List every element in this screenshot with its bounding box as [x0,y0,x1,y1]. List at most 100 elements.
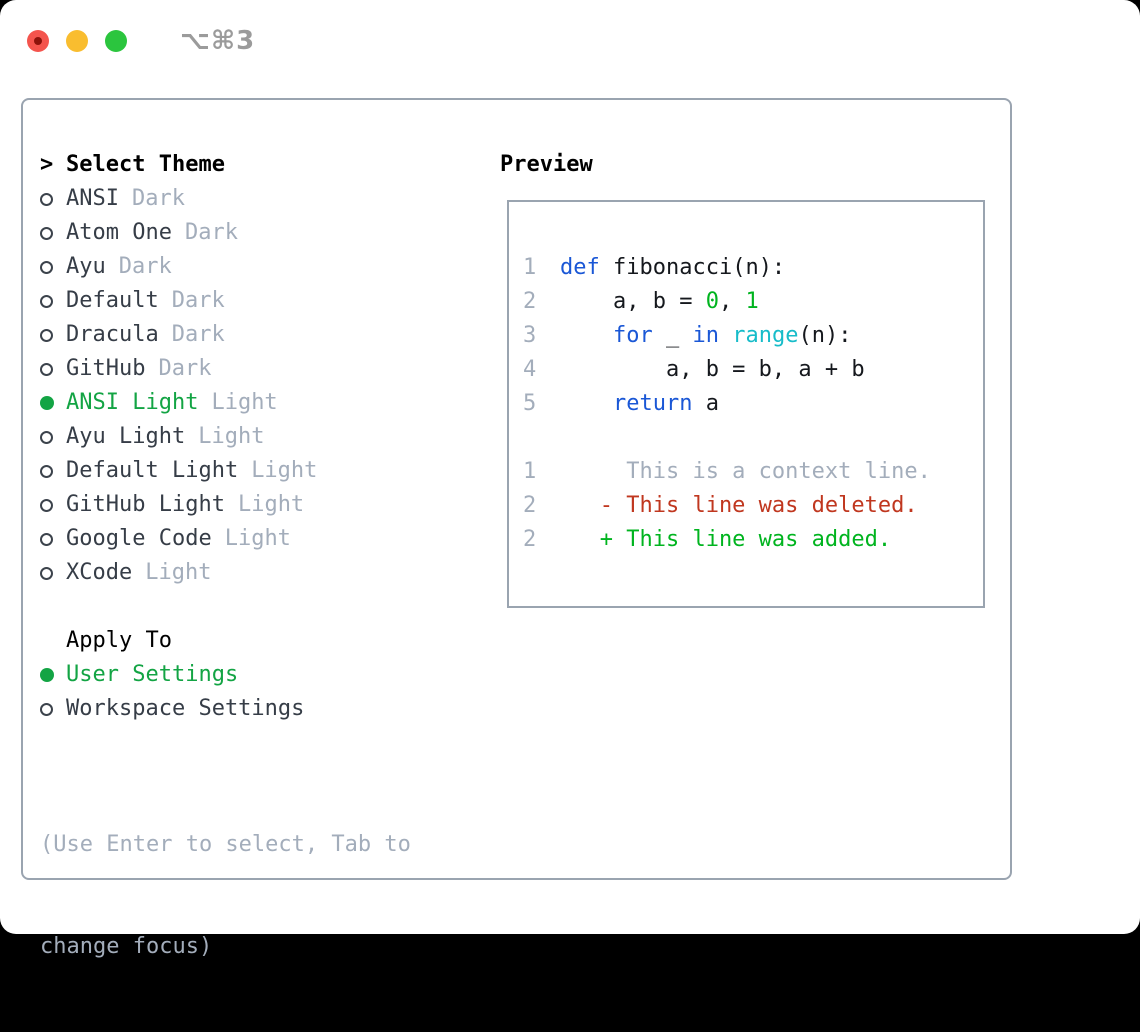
apply-option-workspace-settings[interactable]: Workspace Settings [40,692,500,726]
theme-option-ayu-light[interactable]: Ayu Light Light [40,420,500,454]
theme-variant-label: Dark [171,322,225,347]
hint-line-1: (Use Enter to select, Tab to [40,832,411,857]
line-number: 1 [523,255,537,280]
theme-name: Google Code [66,526,212,551]
apply-option-label: User Settings [66,662,239,687]
close-button[interactable] [27,30,49,52]
theme-variant-label: Light [237,492,305,517]
code-text: return a [612,391,719,416]
code-line: 4 a, b = b, a + b [523,353,983,387]
close-dot-icon [34,37,42,45]
code-text: a, b = 0, 1 [560,289,759,314]
theme-option-github[interactable]: GitHub Dark [40,352,500,386]
theme-variant-label: Light [211,390,278,415]
code-preview: 1 def fibonacci(n): 2 a, b = 0, 1 3 for _ i… [523,251,983,557]
radio-icon [40,328,66,342]
theme-option-ayu[interactable]: Ayu Dark [40,250,500,284]
code-line: 1 def fibonacci(n): [523,251,983,285]
theme-name: ANSI Light [66,390,199,415]
radio-icon [40,294,66,308]
preview-box: 1 def fibonacci(n): 2 a, b = 0, 1 3 for _ i… [507,200,985,608]
theme-name: GitHub Light [66,492,225,517]
theme-variant-label: Light [145,560,212,585]
spacer [40,590,500,624]
theme-name: Default [66,288,159,313]
hint-line-2: change focus) [40,934,213,959]
theme-option-default-light[interactable]: Default Light Light [40,454,500,488]
radio-icon [40,702,66,716]
code-line: 3 for _ in range(n): [523,319,983,353]
theme-option-ansi-light[interactable]: ANSI Light Light [40,386,500,420]
code-text: for _ in range(n): [612,323,852,348]
line-number: 2 [523,493,537,518]
line-number: 2 [523,289,537,314]
line-number: 1 [523,459,537,484]
radio-icon [40,192,66,206]
maximize-button[interactable] [105,30,127,52]
line-number: 2 [523,527,537,552]
line-number: 3 [523,323,537,348]
hint-text: (Use Enter to select, Tab to change focu… [40,760,500,1032]
theme-name: XCode [66,560,133,585]
theme-variant-label: Dark [158,356,212,381]
code-text: - This line was deleted. [560,493,918,518]
preview-column: Preview 1 def fibonacci(n): 2 a, b = 0, 1 3… [500,100,1010,878]
theme-variant-label: Dark [131,186,185,211]
code-line: 2 + This line was added. [523,523,983,557]
radio-icon [40,226,66,240]
minimize-button[interactable] [66,30,88,52]
code-line: 5 return a [523,387,983,421]
radio-icon [40,566,66,580]
theme-name: ANSI [66,186,119,211]
theme-variant-label: Light [251,458,318,483]
line-number [523,421,560,455]
line-number: 5 [523,391,537,416]
select-theme-header: > Select Theme [40,148,500,182]
code-text: def fibonacci(n): [560,255,786,280]
spacer [40,726,500,760]
theme-variant-label: Light [198,424,265,449]
theme-variant-label: Dark [171,288,225,313]
theme-option-atom-one[interactable]: Atom One Dark [40,216,500,250]
radio-selected-icon [40,396,66,410]
radio-icon [40,430,66,444]
code-text: a, b = b, a + b [560,357,865,382]
apply-option-label: Workspace Settings [66,696,305,721]
theme-name: Dracula [66,322,159,347]
radio-selected-icon [40,668,66,682]
code-text: + This line was added. [560,527,892,552]
code-line [523,421,983,455]
theme-variant-label: Light [224,526,291,551]
radio-icon [40,498,66,512]
radio-icon [40,260,66,274]
theme-option-xcode[interactable]: XCode Light [40,556,500,590]
theme-option-ansi[interactable]: ANSI Dark [40,182,500,216]
line-number: 4 [523,357,537,382]
apply-to-header: Apply To [40,624,500,658]
theme-name: Default Light [66,458,239,483]
code-text: This is a context line. [560,459,931,484]
theme-name: Atom One [66,220,172,245]
cursor-arrow-icon: > [40,152,54,177]
titlebar: ⌥⌘3 [27,26,255,56]
theme-name: Ayu [66,254,106,279]
window-title: ⌥⌘3 [180,26,256,56]
preview-title: Preview [500,152,593,177]
theme-variant-label: Dark [118,254,172,279]
theme-name: GitHub [66,356,146,381]
code-line: 2 - This line was deleted. [523,489,983,523]
theme-option-github-light[interactable]: GitHub Light Light [40,488,500,522]
theme-option-dracula[interactable]: Dracula Dark [40,318,500,352]
apply-option-user-settings[interactable]: User Settings [40,658,500,692]
theme-variant-label: Dark [184,220,238,245]
theme-option-google-code[interactable]: Google Code Light [40,522,500,556]
radio-icon [40,362,66,376]
apply-to-title: Apply To [66,628,172,653]
theme-option-default[interactable]: Default Dark [40,284,500,318]
theme-name: Ayu Light [66,424,186,449]
